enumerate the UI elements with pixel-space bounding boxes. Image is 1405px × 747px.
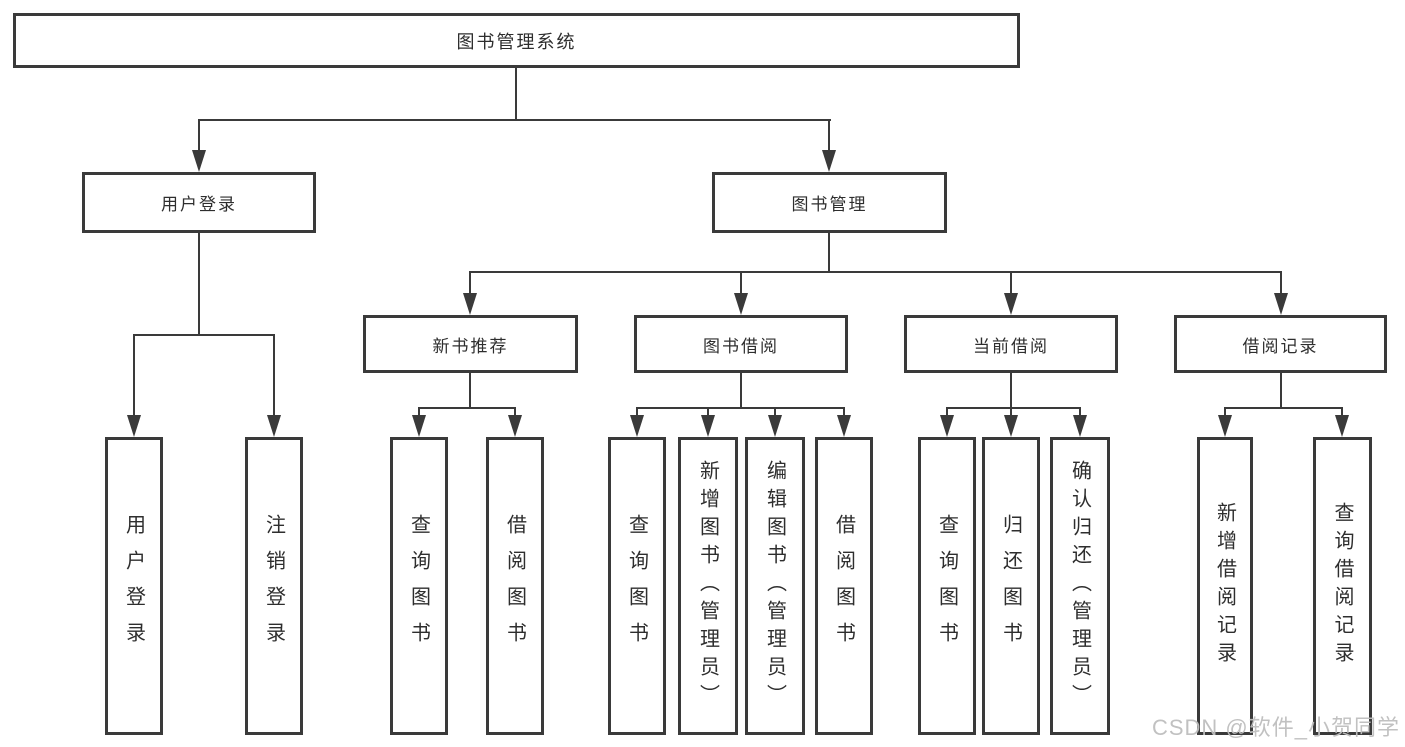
leaf-borrow-add-book-admin: 新增图书（管理员） xyxy=(678,437,738,735)
node-borrowing-records: 借阅记录 xyxy=(1174,315,1387,373)
leaf-borrow-query-books: 查询图书 xyxy=(608,437,666,735)
node-library-management-system: 图书管理系统 xyxy=(13,13,1020,68)
leaf-current-query-books: 查询图书 xyxy=(918,437,976,735)
leaf-borrow-edit-book-admin: 编辑图书（管理员） xyxy=(745,437,805,735)
node-book-borrowing: 图书借阅 xyxy=(634,315,848,373)
leaf-user-login: 用户登录 xyxy=(105,437,163,735)
node-new-book-recommend: 新书推荐 xyxy=(363,315,578,373)
csdn-watermark: CSDN @软件_小贺同学 xyxy=(1151,715,1400,740)
node-user-login: 用户登录 xyxy=(82,172,316,233)
leaf-logout: 注销登录 xyxy=(245,437,303,735)
leaf-records-query-record: 查询借阅记录 xyxy=(1313,437,1372,735)
leaf-newbook-query-books: 查询图书 xyxy=(390,437,448,735)
leaf-current-return-books: 归还图书 xyxy=(982,437,1040,735)
leaf-current-confirm-return-admin: 确认归还（管理员） xyxy=(1050,437,1110,735)
leaf-borrow-borrow-books: 借阅图书 xyxy=(815,437,873,735)
node-book-management: 图书管理 xyxy=(712,172,947,233)
node-current-borrowing: 当前借阅 xyxy=(904,315,1118,373)
leaf-records-add-record: 新增借阅记录 xyxy=(1197,437,1253,735)
leaf-newbook-borrow-books: 借阅图书 xyxy=(486,437,544,735)
